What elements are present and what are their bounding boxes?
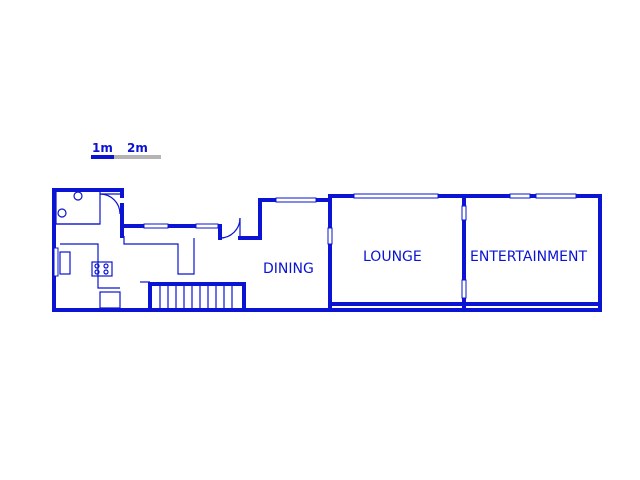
room-label-lounge: LOUNGE bbox=[363, 249, 422, 265]
scale-label-2m: 2m bbox=[127, 141, 148, 155]
scale-bar: 1m 2m bbox=[91, 141, 161, 159]
room-label-dining: DINING bbox=[263, 261, 314, 277]
windows bbox=[53, 193, 577, 299]
scale-segment-2m bbox=[114, 155, 161, 159]
interior-details bbox=[55, 189, 246, 310]
scale-segment-1m bbox=[91, 155, 114, 159]
scale-label-1m: 1m bbox=[92, 141, 113, 155]
room-label-entertainment: ENTERTAINMENT bbox=[470, 249, 587, 265]
